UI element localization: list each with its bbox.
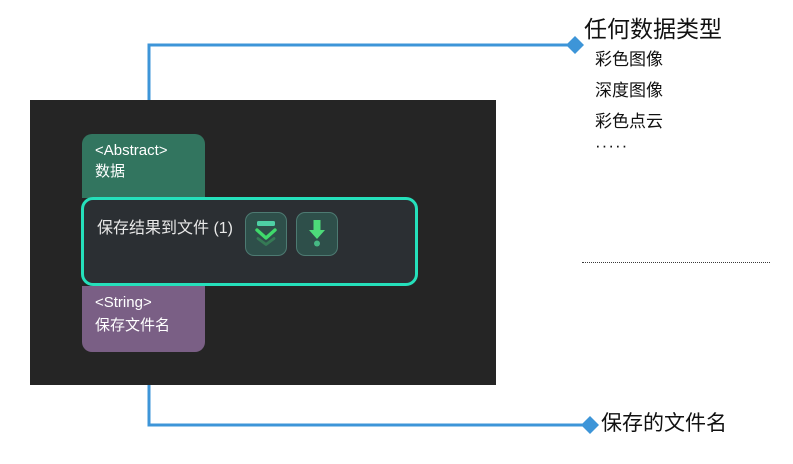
node-title: 保存结果到文件 (1)	[97, 220, 234, 237]
input-port-type-label: <Abstract>	[95, 142, 168, 159]
bottom-right-diamond-marker	[581, 416, 599, 434]
download-arrow-button[interactable]	[296, 212, 339, 256]
collapse-double-chevron-down-button[interactable]	[245, 212, 288, 256]
save-result-to-file-node[interactable]: 保存结果到文件 (1)	[81, 197, 418, 286]
legend-panel: 任何数据类型 彩色图像 深度图像 彩色点云 ·····	[584, 14, 789, 155]
input-port-node[interactable]: <Abstract> 数据	[82, 134, 205, 198]
legend-title: 任何数据类型	[584, 16, 722, 42]
top-right-diamond-marker	[566, 36, 584, 54]
legend-ellipsis: ·····	[595, 136, 629, 155]
legend-item-0: 彩色图像	[595, 50, 663, 69]
legend-divider	[582, 262, 770, 263]
legend-item-1: 深度图像	[595, 81, 663, 100]
bottom-annotation-label: 保存的文件名	[601, 412, 727, 435]
output-port-type-label: <String>	[95, 294, 152, 311]
legend-item-2: 彩色点云	[595, 112, 663, 131]
output-port-name-label: 保存文件名	[95, 317, 171, 334]
node-graph-canvas[interactable]: <Abstract> 数据 <String> 保存文件名 保存结果到文件 (1)	[30, 100, 496, 385]
collapse-double-chevron-down-icon	[253, 219, 279, 250]
node-button-group	[245, 212, 339, 256]
output-port-node[interactable]: <String> 保存文件名	[82, 286, 205, 352]
input-port-name-label: 数据	[95, 163, 126, 180]
download-arrow-icon	[306, 218, 328, 251]
